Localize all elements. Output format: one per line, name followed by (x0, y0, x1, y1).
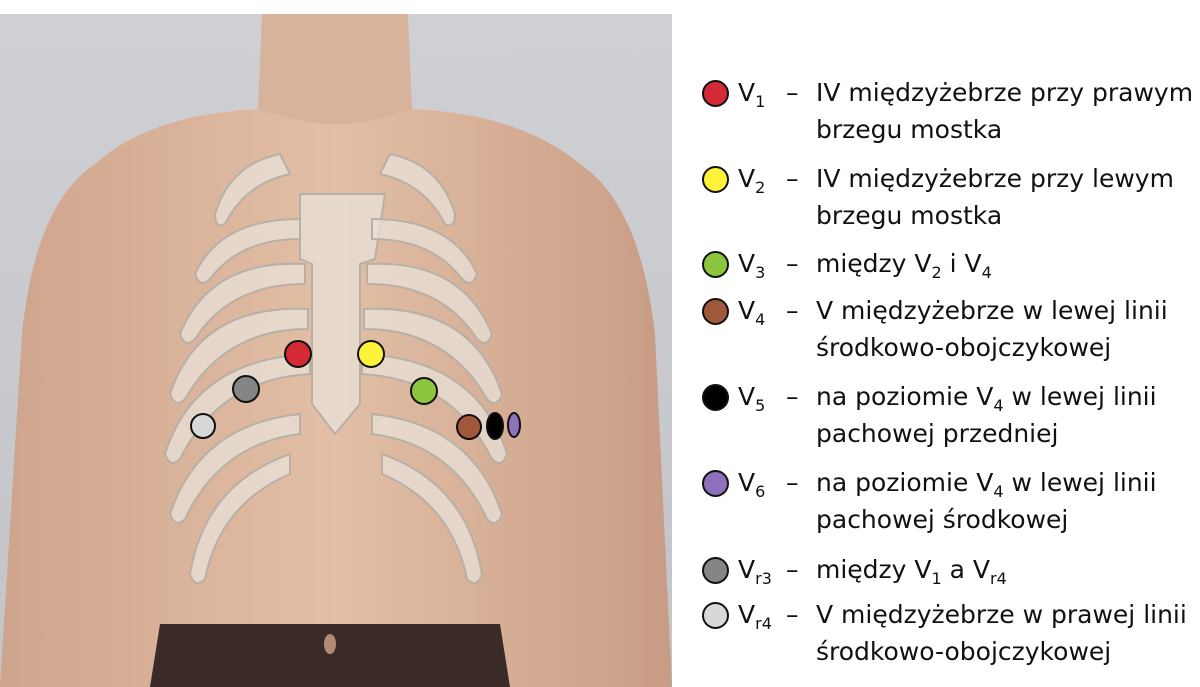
description-text: środkowo-obojczykowej (816, 333, 1112, 362)
description-text: na poziomie V (816, 382, 994, 411)
description-text: brzegu mostka (816, 115, 1003, 144)
trousers (150, 624, 510, 687)
legend-swatch (702, 557, 729, 584)
description-subscript: 4 (981, 263, 992, 282)
description-text: i V (941, 249, 982, 278)
legend-description: V międzyżebrze w prawej linii środkowo-ob… (816, 596, 1196, 670)
lead-letter: V (738, 468, 756, 497)
description-line: środkowo-obojczykowej (816, 329, 1196, 366)
lead-letter: V (738, 164, 756, 193)
description-text: pachowej przedniej (816, 419, 1059, 448)
legend-swatch (702, 251, 729, 278)
description-line: brzegu mostka (816, 197, 1196, 234)
legend-lead: V3 (738, 249, 766, 282)
lead-subscript: r4 (755, 614, 772, 633)
legend-description: między V1 a Vr4 (816, 551, 1196, 588)
description-line: IV międzyżebrze przy lewym (816, 160, 1196, 197)
torso-photo (0, 14, 672, 687)
lead-subscript: 3 (755, 263, 766, 282)
legend-description: na poziomie V4 w lewej linii pachowej prz… (816, 378, 1196, 452)
description-text: środkowo-obojczykowej (816, 637, 1112, 666)
lead-letter: V (738, 555, 756, 584)
electrode-v6 (507, 412, 521, 438)
electrode-vr4 (190, 413, 216, 439)
description-subscript: 2 (931, 263, 942, 282)
description-text: w lewej linii (1003, 382, 1157, 411)
legend-dash: – (786, 164, 799, 193)
lead-letter: V (738, 600, 756, 629)
description-line: pachowej przedniej (816, 415, 1196, 452)
description-text: V międzyżebrze w lewej linii (816, 296, 1168, 325)
legend-lead: V6 (738, 468, 766, 501)
lead-subscript: 6 (755, 482, 766, 501)
description-text: na poziomie V (816, 468, 994, 497)
description-text: IV międzyżebrze przy lewym (816, 164, 1174, 193)
legend-lead: V4 (738, 296, 766, 329)
description-line: środkowo-obojczykowej (816, 633, 1196, 670)
legend-dash: – (786, 468, 799, 497)
description-subscript: 4 (993, 396, 1004, 415)
legend-swatch (702, 298, 729, 325)
lead-subscript: 5 (755, 396, 766, 415)
description-text: między V (816, 249, 932, 278)
electrode-v4 (456, 414, 482, 440)
description-subscript: r4 (990, 569, 1007, 588)
lead-subscript: r3 (755, 569, 772, 588)
lead-subscript: 4 (755, 310, 766, 329)
legend-lead: V5 (738, 382, 766, 415)
description-line: pachowej środkowej (816, 501, 1196, 538)
legend-description: IV międzyżebrze przy lewym brzegu mostka (816, 160, 1196, 234)
rib-cage (163, 152, 509, 584)
legend-description: na poziomie V4 w lewej linii pachowej śro… (816, 464, 1196, 538)
legend-lead: Vr3 (738, 555, 772, 588)
legend-description: IV międzyżebrze przy prawym brzegu mostka (816, 74, 1196, 148)
description-text: pachowej środkowej (816, 505, 1069, 534)
description-text: a V (941, 555, 991, 584)
electrode-vr3 (232, 375, 260, 403)
lead-letter: V (738, 382, 756, 411)
description-text: brzegu mostka (816, 201, 1003, 230)
description-line: między V2 i V4 (816, 245, 1196, 282)
legend-dash: – (786, 555, 799, 584)
navel (324, 634, 336, 654)
description-text: między V (816, 555, 932, 584)
description-subscript: 1 (931, 569, 942, 588)
description-line: IV międzyżebrze przy prawym (816, 74, 1196, 111)
legend-swatch (702, 602, 729, 629)
electrode-v5 (486, 412, 504, 440)
description-line: na poziomie V4 w lewej linii (816, 378, 1196, 415)
legend-description: V międzyżebrze w lewej linii środkowo-obo… (816, 292, 1196, 366)
electrode-v2 (357, 340, 385, 368)
legend-lead: Vr4 (738, 600, 772, 633)
legend-swatch (702, 384, 729, 411)
lead-subscript: 1 (755, 92, 766, 111)
electrode-v1 (284, 340, 312, 368)
legend-swatch (702, 80, 729, 107)
lead-letter: V (738, 249, 756, 278)
legend-lead: V2 (738, 164, 766, 197)
legend-swatch (702, 166, 729, 193)
neck (258, 14, 412, 127)
description-line: V międzyżebrze w lewej linii (816, 292, 1196, 329)
description-text: IV międzyżebrze przy prawym (816, 78, 1194, 107)
description-line: V międzyżebrze w prawej linii (816, 596, 1196, 633)
legend-dash: – (786, 600, 799, 629)
description-text: V międzyżebrze w prawej linii (816, 600, 1187, 629)
electrode-v3 (410, 377, 438, 405)
description-text: w lewej linii (1003, 468, 1157, 497)
legend-dash: – (786, 382, 799, 411)
description-line: na poziomie V4 w lewej linii (816, 464, 1196, 501)
lead-letter: V (738, 296, 756, 325)
lead-subscript: 2 (755, 178, 766, 197)
legend-swatch (702, 470, 729, 497)
description-subscript: 4 (993, 482, 1004, 501)
description-line: brzegu mostka (816, 111, 1196, 148)
description-line: między V1 a Vr4 (816, 551, 1196, 588)
legend-dash: – (786, 249, 799, 278)
legend-description: między V2 i V4 (816, 245, 1196, 282)
legend-lead: V1 (738, 78, 766, 111)
legend-dash: – (786, 296, 799, 325)
lead-letter: V (738, 78, 756, 107)
legend-dash: – (786, 78, 799, 107)
